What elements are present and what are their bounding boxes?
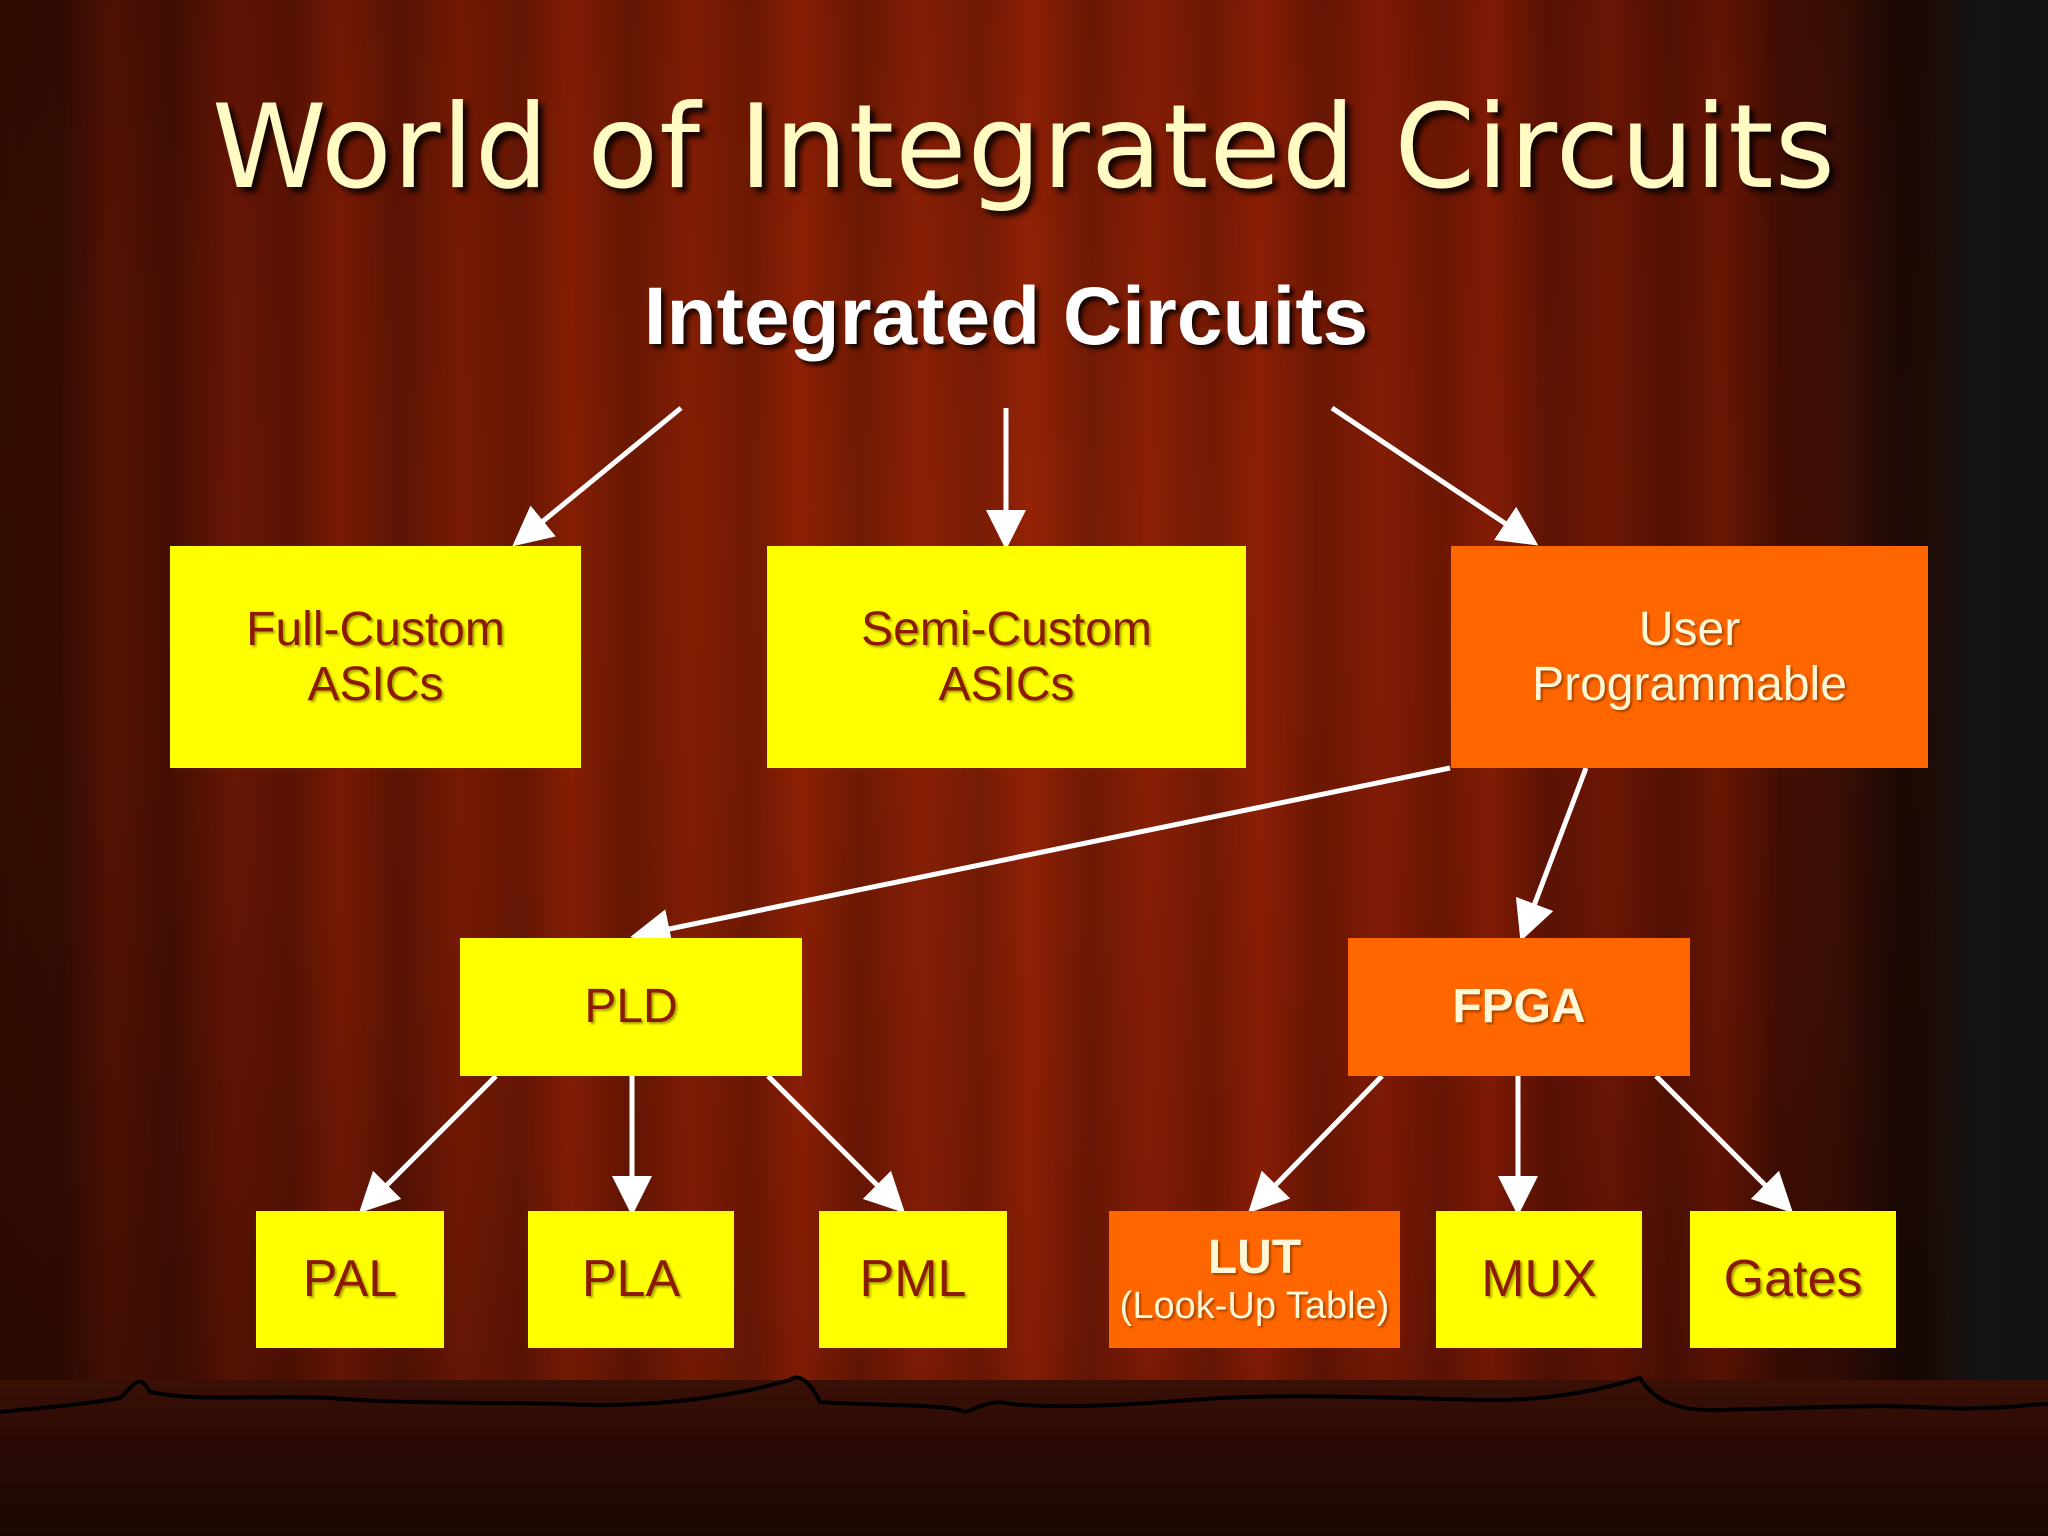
node-pal: PAL — [256, 1211, 444, 1348]
node-gates: Gates — [1690, 1211, 1896, 1348]
node-pld: PLD — [460, 938, 802, 1076]
arrow-root-to-full-custom — [512, 406, 683, 547]
node-semi-custom-asics: Semi-Custom ASICs — [767, 546, 1246, 768]
node-mux: MUX — [1436, 1211, 1642, 1348]
arrow-pld-to-pml — [766, 1074, 906, 1214]
arrow-user-programmable-to-pld — [630, 765, 1451, 949]
node-label-line-1: User — [1638, 602, 1741, 656]
node-fpga: FPGA — [1348, 938, 1690, 1076]
root-node-label: Integrated Circuits — [643, 271, 1369, 362]
node-label: LUT — [1207, 1231, 1302, 1285]
node-label: PLA — [581, 1249, 681, 1308]
node-label: PAL — [302, 1249, 398, 1308]
node-label: PLD — [584, 980, 678, 1034]
node-pla: PLA — [528, 1211, 734, 1348]
node-user-programmable: User Programmable — [1451, 546, 1928, 768]
arrow-user-programmable-to-fpga — [1515, 767, 1589, 942]
arrow-pld-to-pal — [358, 1074, 498, 1214]
arrow-fpga-to-lut — [1248, 1074, 1384, 1214]
node-label-line-1: Full-Custom — [246, 602, 505, 656]
node-label: FPGA — [1452, 980, 1586, 1034]
node-lut: LUT (Look-Up Table) — [1109, 1211, 1400, 1348]
node-label: PML — [859, 1249, 967, 1308]
node-label: Gates — [1723, 1249, 1863, 1308]
node-label: MUX — [1481, 1249, 1597, 1308]
arrow-root-to-user-programmable — [1330, 405, 1539, 546]
node-full-custom-asics: Full-Custom ASICs — [170, 546, 581, 768]
arrow-fpga-to-gates — [1654, 1074, 1794, 1214]
node-label-line-2: ASICs — [307, 658, 444, 711]
node-label-line-1: Semi-Custom — [861, 602, 1152, 656]
node-pml: PML — [819, 1211, 1007, 1348]
curtain-edge — [1928, 0, 2048, 1536]
node-sublabel: (Look-Up Table) — [1119, 1285, 1390, 1328]
node-label-line-2: ASICs — [938, 658, 1075, 711]
slide-title: World of Integrated Circuits — [211, 80, 1837, 215]
node-label-line-2: Programmable — [1532, 658, 1847, 711]
